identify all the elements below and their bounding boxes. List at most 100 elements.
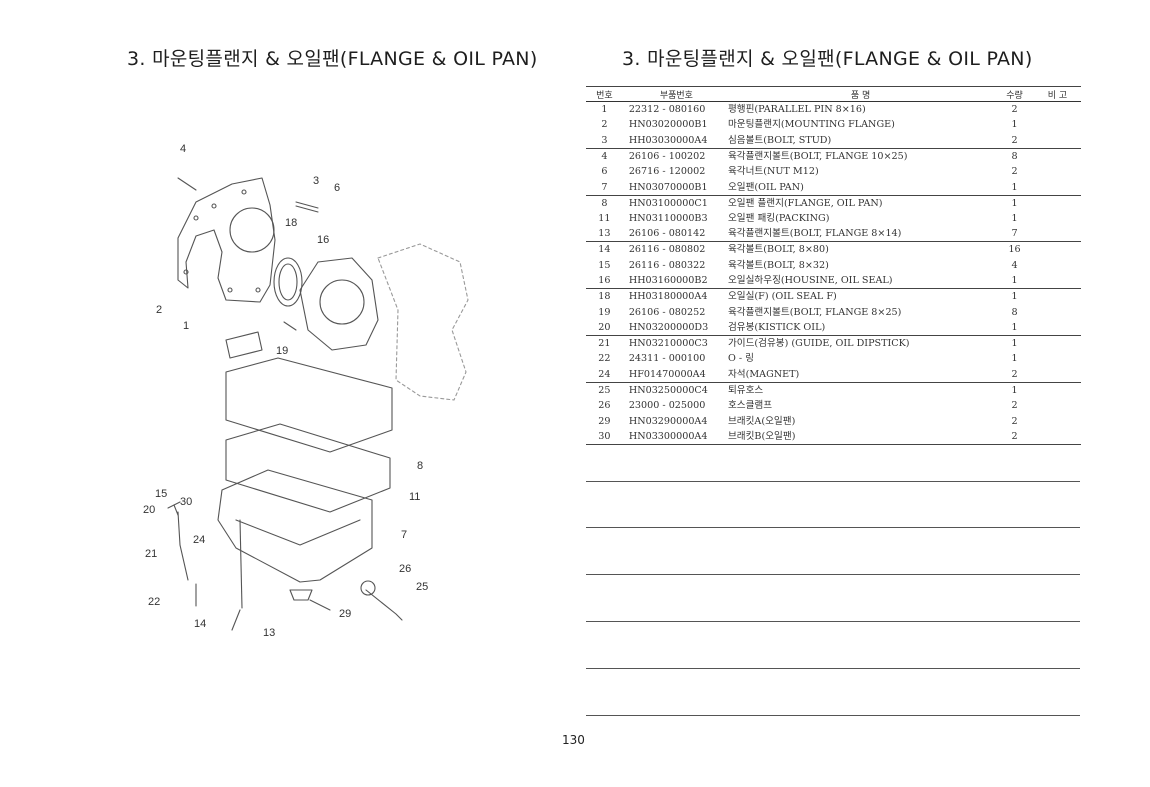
cell-description: 오일팬(OIL PAN) (725, 179, 996, 196)
cell-qty: 1 (1011, 291, 1018, 303)
cell-note (1034, 102, 1081, 118)
callout-8: 8 (417, 460, 423, 472)
cell-part-no: HN03210000C3 (628, 337, 708, 349)
cell-qty: 7 (995, 226, 1034, 243)
cell-note (1034, 289, 1081, 305)
page-title-right: 3. 마운팅플랜지 & 오일팬(FLANGE & OIL PAN) (622, 48, 1033, 70)
oil-pan (217, 469, 373, 583)
cell-part-no: HN03250000C4 (628, 384, 708, 396)
blank-row-line (586, 527, 1080, 528)
cell-description: 육각플랜지볼트(BOLT, FLANGE 8×14) (725, 226, 996, 243)
cell-description: 검유봉(KISTICK OIL) (725, 319, 996, 336)
cell-note (1034, 335, 1081, 351)
cell-no: 24 (586, 366, 623, 383)
blank-row-line (586, 715, 1080, 716)
cell-qty: 2 (1011, 104, 1018, 116)
cell-qty: 1 (1011, 119, 1018, 131)
cell-qty: 16 (1008, 244, 1021, 256)
callout-4: 4 (180, 143, 186, 155)
cell-qty: 2 (1011, 400, 1018, 412)
callout-20: 20 (143, 504, 155, 516)
callout-30: 30 (180, 496, 192, 508)
cell-qty: 8 (1011, 306, 1018, 318)
cell-part-no: HN03100000C1 (628, 197, 708, 209)
oil-seal-housing (299, 257, 379, 351)
cell-note (1034, 398, 1081, 414)
cell-note (1033, 226, 1081, 243)
cell-part-no: HH03160000B2 (622, 273, 726, 290)
dipstick (173, 504, 179, 516)
bracket-a (289, 589, 313, 601)
cell-qty: 2 (1011, 166, 1018, 178)
oil-pan-flange (225, 423, 391, 513)
cell-description: 오일팬 패킹(PACKING) (727, 212, 830, 224)
cell-no: 26 (598, 400, 611, 412)
drain-hose (365, 589, 403, 621)
cell-note (1033, 428, 1081, 446)
callout-11: 11 (409, 491, 420, 503)
cell-no: 3 (586, 132, 623, 149)
callout-3: 3 (313, 175, 319, 187)
cell-no: 6 (601, 166, 608, 178)
cell-part-no: HN03110000B3 (628, 212, 708, 224)
cell-description: 호스클램프 (727, 400, 773, 412)
cell-no: 1 (601, 104, 608, 116)
cell-qty: 1 (1011, 197, 1018, 209)
cell-no: 2 (601, 119, 608, 131)
page-number: 130 (562, 733, 585, 747)
cell-qty: 2 (995, 366, 1034, 383)
cell-qty: 2 (995, 132, 1034, 149)
cell-qty: 8 (1011, 150, 1018, 162)
exploded-parts-diagram: 4 3 6 18 16 2 1 19 8 15 30 11 20 24 7 21… (143, 143, 469, 639)
cell-description: 육각볼트(BOLT, 8×80) (727, 244, 829, 256)
long-bolt (239, 519, 243, 609)
cell-qty: 1 (995, 273, 1034, 290)
cell-note (1034, 211, 1081, 227)
header-note: 비 고 (1033, 86, 1081, 102)
callout-15: 15 (155, 488, 167, 500)
callout-22: 22 (148, 596, 160, 608)
cell-qty: 2 (1011, 415, 1018, 427)
cell-no: 13 (586, 226, 623, 243)
cell-note (1034, 148, 1081, 164)
cell-part-no: HN03300000A4 (622, 428, 726, 446)
cell-description: 오일실하우징(HOUSINE, OIL SEAL) (725, 273, 996, 290)
oil-seal-f (273, 257, 303, 307)
cell-no: 4 (601, 150, 608, 162)
flange-bore (229, 207, 275, 253)
cell-qty: 1 (995, 319, 1034, 336)
cell-no: 29 (598, 415, 611, 427)
callout-26: 26 (399, 563, 411, 575)
cell-no: 20 (586, 319, 623, 336)
cell-description: 심음볼트(BOLT, STUD) (725, 132, 996, 149)
cell-qty: 1 (1011, 212, 1018, 224)
oil-pan-packing (225, 357, 393, 453)
dipstick-tag (225, 331, 263, 359)
cell-note (1034, 117, 1081, 133)
cell-no: 19 (598, 306, 611, 318)
blank-row-line (586, 574, 1080, 575)
callout-14: 14 (194, 618, 206, 630)
cell-note (1034, 304, 1081, 320)
header-part-no: 부품번호 (622, 86, 726, 102)
cell-no: 16 (586, 273, 623, 290)
cell-no: 14 (598, 244, 611, 256)
cell-no: 8 (601, 197, 608, 209)
cell-description: 브래킷B(오일팬) (725, 428, 996, 446)
callout-6: 6 (334, 182, 340, 194)
cell-description: 육각볼트(BOLT, 8×32) (727, 259, 829, 271)
cell-part-no: 26716 - 120002 (628, 166, 706, 178)
